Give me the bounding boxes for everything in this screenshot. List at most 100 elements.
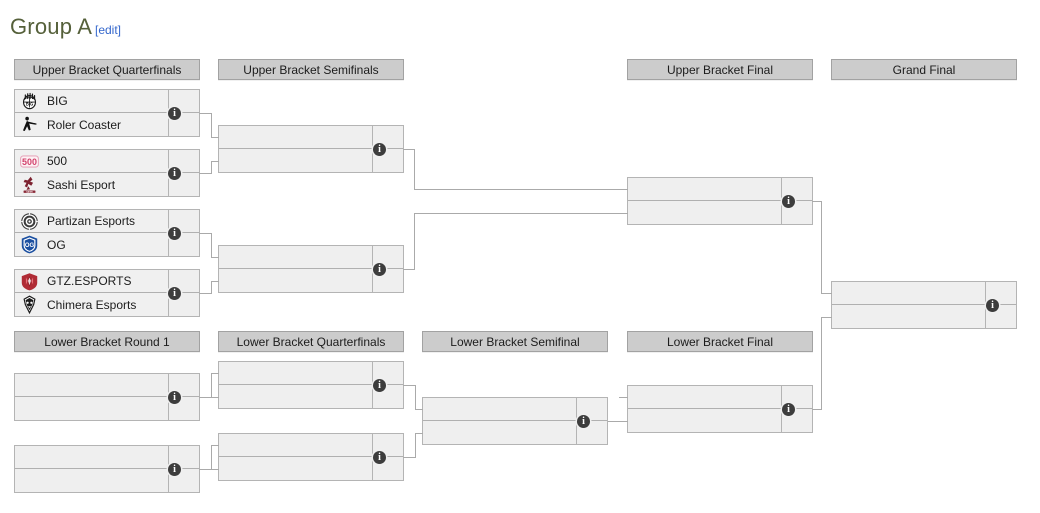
chimera-logo: [20, 295, 39, 314]
connector: [414, 213, 415, 270]
round-header-upper-bracket-semifinals: Upper Bracket Semifinals: [218, 59, 404, 80]
connector: [403, 457, 416, 458]
match-upper-bracket-semifinal-2[interactable]: [218, 245, 404, 293]
og-logo: OG: [20, 235, 39, 254]
match-info-icon[interactable]: i: [373, 263, 386, 276]
opponent-name: Sashi Esport: [47, 177, 116, 192]
edit-link[interactable]: [edit]: [95, 23, 122, 37]
score-cell: [372, 246, 403, 268]
connector: [211, 257, 219, 258]
match-info-icon[interactable]: i: [168, 107, 181, 120]
match-info-icon[interactable]: i: [782, 195, 795, 208]
score-cell: [372, 362, 403, 384]
match-opponent-row[interactable]: BIG BIG: [15, 90, 199, 113]
connector: [199, 113, 212, 114]
round-header-lower-bracket-final: Lower Bracket Final: [627, 331, 813, 352]
match-opponent-row[interactable]: GTZ.ESPORTS: [15, 270, 199, 293]
gtz-logo: [20, 272, 39, 291]
connector: [199, 469, 212, 470]
match-opponent-row[interactable]: [219, 362, 403, 385]
match-opponent-row[interactable]: Partizan Esports: [15, 210, 199, 233]
connector: [211, 137, 219, 138]
connector: [414, 189, 628, 190]
partizan-logo: [20, 212, 39, 231]
connector: [821, 317, 832, 318]
connector: [414, 149, 415, 190]
round-header-lower-bracket-round-1: Lower Bracket Round 1: [14, 331, 200, 352]
match-lower-bracket-round-1-match-1[interactable]: [14, 373, 200, 421]
match-info-icon[interactable]: i: [168, 463, 181, 476]
score-cell: [781, 178, 812, 200]
connector: [211, 469, 219, 470]
connector: [211, 113, 212, 138]
connector: [414, 213, 628, 214]
match-opponent-row[interactable]: [15, 374, 199, 397]
svg-text:OG: OG: [25, 243, 35, 249]
roler-coaster-logo: [20, 115, 39, 134]
connector: [211, 373, 219, 374]
connector: [211, 281, 212, 294]
opponent-name: OG: [47, 237, 66, 252]
round-header-grand-final: Grand Final: [831, 59, 1017, 80]
match-info-icon[interactable]: i: [168, 167, 181, 180]
opponent-name: GTZ.ESPORTS: [47, 274, 132, 288]
connector: [211, 445, 212, 470]
match-opponent-row[interactable]: [423, 398, 607, 421]
connector: [199, 397, 212, 398]
match-info-icon[interactable]: i: [373, 143, 386, 156]
connector: [415, 409, 423, 410]
connector: [403, 149, 415, 150]
match-info-icon[interactable]: i: [577, 415, 590, 428]
connector: [812, 201, 822, 202]
match-opponent-row[interactable]: [15, 446, 199, 469]
connector: [199, 293, 212, 294]
match-opponent-row[interactable]: [219, 434, 403, 457]
connector: [211, 281, 219, 282]
match-opponent-row[interactable]: [219, 246, 403, 269]
connector: [403, 385, 416, 386]
connector: [821, 201, 822, 293]
score-cell: [168, 374, 199, 396]
match-info-icon[interactable]: i: [986, 299, 999, 312]
match-lower-bracket-quarterfinal-2[interactable]: [218, 433, 404, 481]
score-cell: [985, 282, 1016, 304]
connector: [211, 397, 219, 398]
connector: [821, 293, 832, 294]
match-info-icon[interactable]: i: [782, 403, 795, 416]
match-info-icon[interactable]: i: [373, 451, 386, 464]
score-cell: [781, 386, 812, 408]
opponent-name: Roler Coaster: [47, 117, 122, 132]
connector: [608, 421, 628, 422]
match-opponent-row[interactable]: [219, 126, 403, 149]
opponent-name: Partizan Esports: [47, 214, 136, 228]
match-info-icon[interactable]: i: [168, 391, 181, 404]
connector: [199, 233, 212, 234]
round-header-lower-bracket-semifinal: Lower Bracket Semifinal: [422, 331, 608, 352]
match-info-icon[interactable]: i: [168, 227, 181, 240]
score-cell: [168, 90, 199, 112]
svg-text:500: 500: [22, 156, 37, 166]
opponent-name: BIG: [47, 94, 68, 108]
score-cell: [168, 270, 199, 292]
connector: [403, 269, 415, 270]
match-opponent-row[interactable]: [832, 282, 1016, 305]
match-info-icon[interactable]: i: [373, 379, 386, 392]
opponent-name: 500: [47, 154, 68, 168]
round-header-lower-bracket-quarterfinals: Lower Bracket Quarterfinals: [218, 331, 404, 352]
page-title: Group A: [10, 14, 93, 39]
connector: [812, 409, 822, 410]
score-cell: [372, 434, 403, 456]
match-upper-bracket-quarterfinal-2[interactable]: 500 500 SASHI: [14, 149, 200, 197]
connector: [415, 433, 423, 434]
match-opponent-row[interactable]: [628, 386, 812, 409]
connector: [211, 445, 219, 446]
svg-text:SASHI: SASHI: [26, 190, 33, 193]
500-logo: 500: [20, 152, 39, 171]
connector: [619, 397, 628, 398]
match-opponent-row[interactable]: [628, 178, 812, 201]
score-cell: [168, 150, 199, 172]
match-info-icon[interactable]: i: [168, 287, 181, 300]
connector: [821, 317, 822, 410]
match-opponent-row[interactable]: 500 500: [15, 150, 199, 173]
